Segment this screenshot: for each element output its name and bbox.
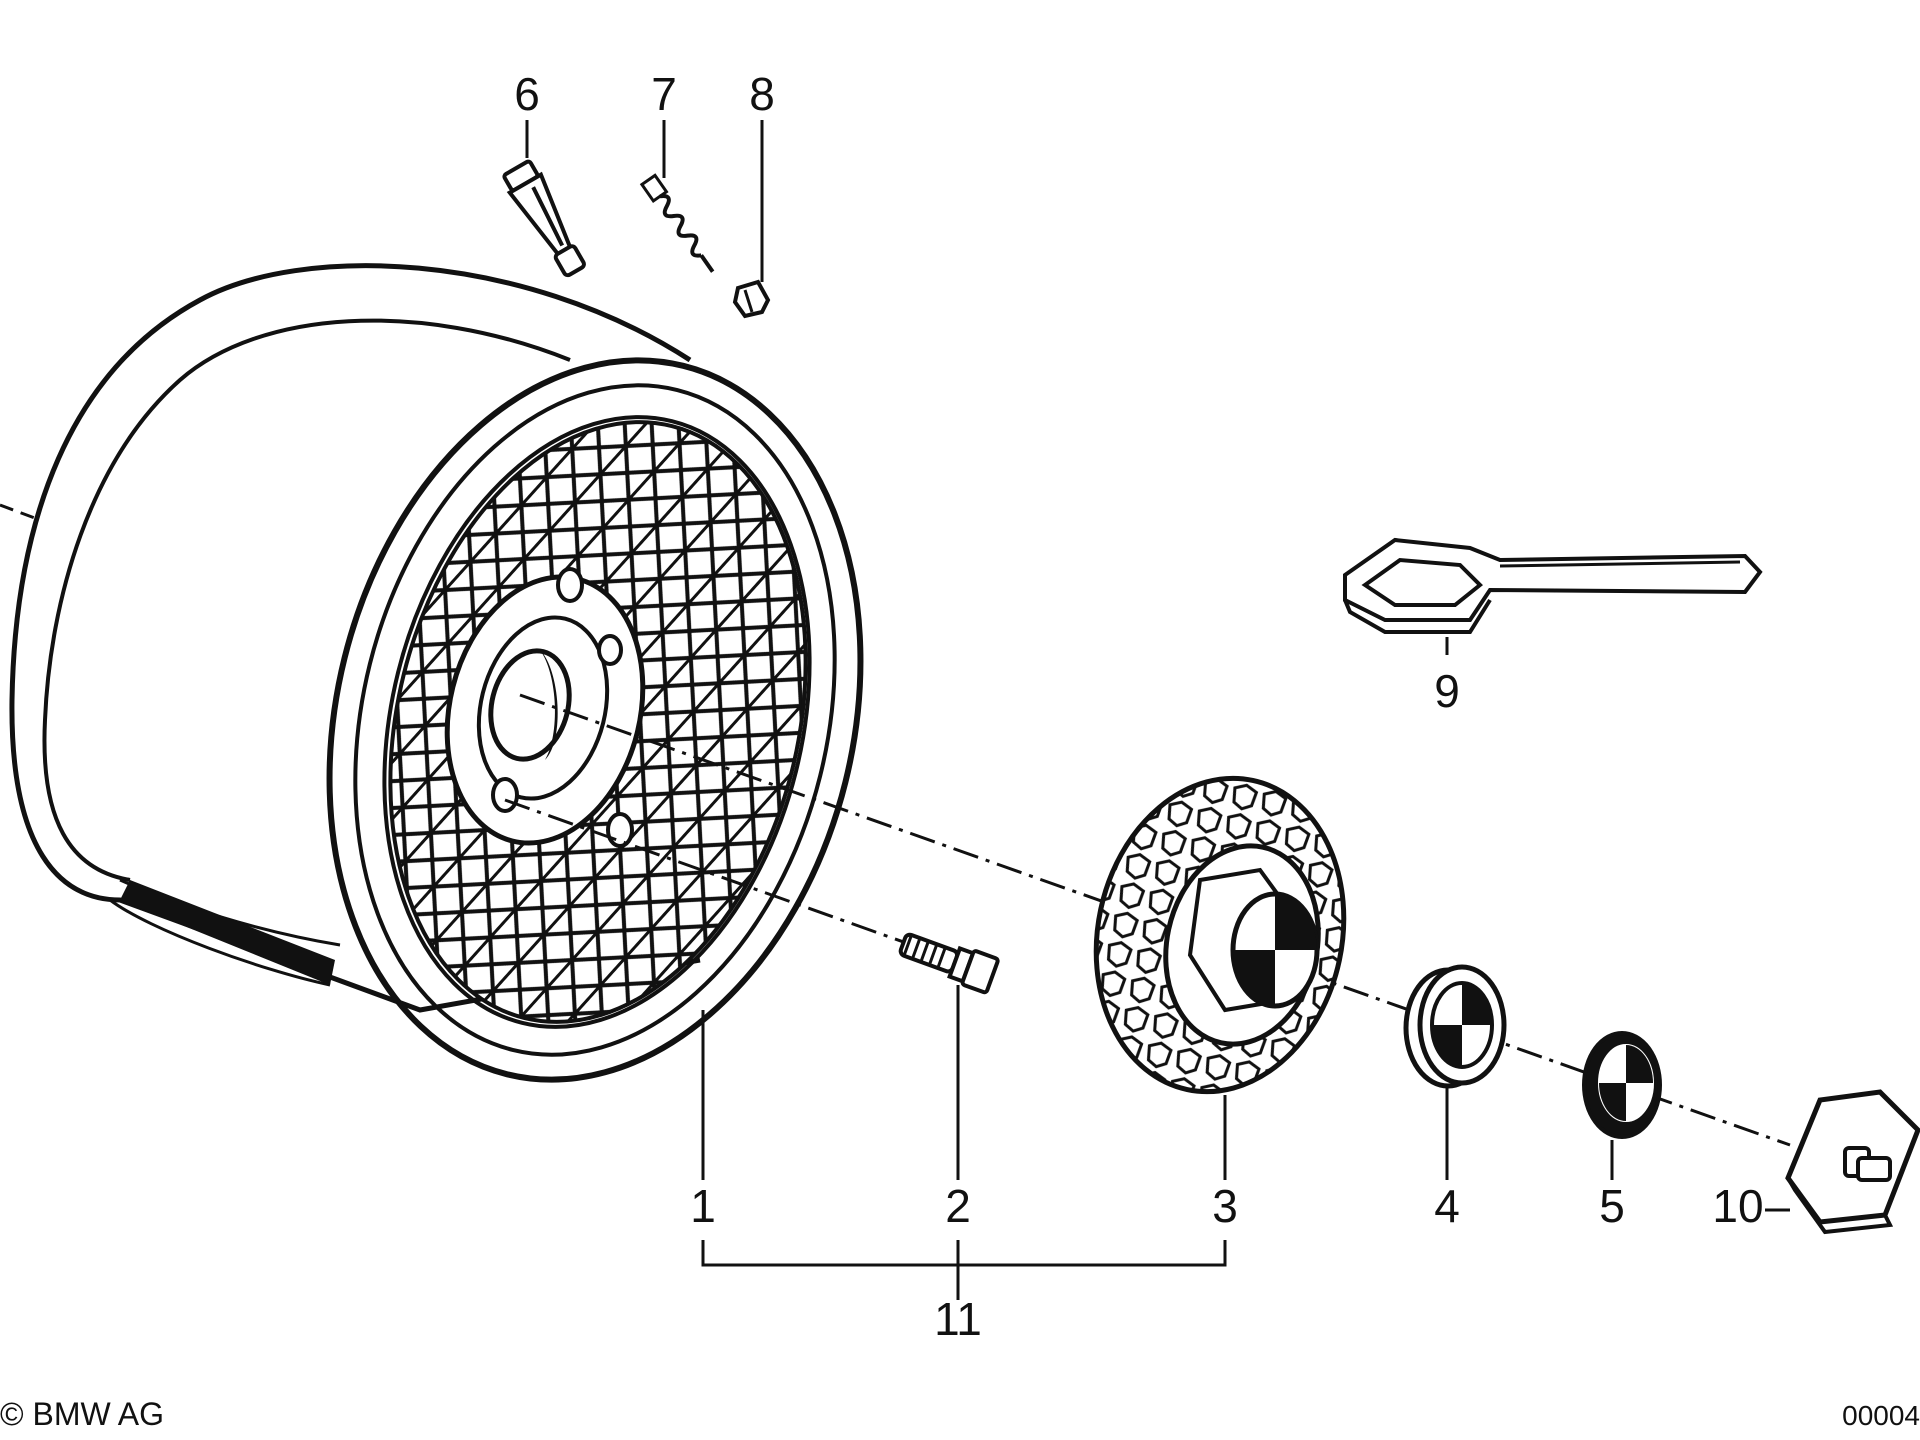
valve-cap-icon xyxy=(732,279,771,319)
callout-6: 6 xyxy=(514,68,540,120)
callout-2: 2 xyxy=(945,1180,971,1232)
leader-lines xyxy=(525,120,1790,1300)
document-id: 00004 xyxy=(1842,1400,1920,1431)
bmw-roundel-icon xyxy=(1403,964,1507,1089)
callout-4: 4 xyxy=(1434,1180,1460,1232)
tire-valve-icon xyxy=(502,159,586,278)
bmw-roundel-icon xyxy=(1582,1031,1662,1139)
callout-1: 1 xyxy=(690,1180,716,1232)
callout-8: 8 xyxy=(749,68,775,120)
callout-10: 10 xyxy=(1712,1180,1763,1232)
callout-7: 7 xyxy=(651,68,677,120)
wheel-bolt-icon xyxy=(898,932,1000,995)
callout-5: 5 xyxy=(1599,1180,1625,1232)
callout-11: 11 xyxy=(934,1293,982,1345)
hub-cap-wrench-icon xyxy=(1343,537,1763,634)
hub-cap-icon xyxy=(1093,775,1347,1095)
callout-3: 3 xyxy=(1212,1180,1238,1232)
wheel-rim-icon xyxy=(0,263,864,1083)
callout-9: 9 xyxy=(1434,665,1460,717)
valve-core-icon xyxy=(639,173,715,273)
copyright-notice: © BMW AG xyxy=(0,1396,164,1432)
hex-nut-icon xyxy=(1785,1089,1920,1235)
